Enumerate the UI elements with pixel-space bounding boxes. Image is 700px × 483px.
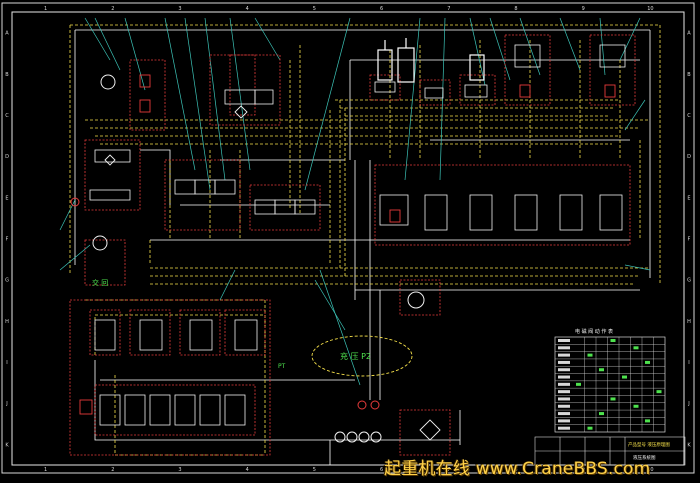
table-row-header xyxy=(558,412,570,416)
row-label: C xyxy=(687,113,691,119)
row-label: I xyxy=(688,360,689,366)
component-boxes xyxy=(69,34,636,456)
table-row-header xyxy=(558,404,570,408)
table-mark xyxy=(610,397,616,401)
row-label: E xyxy=(5,195,8,201)
row-label: H xyxy=(5,319,9,325)
cylinder-icon xyxy=(377,38,485,83)
table-mark xyxy=(645,419,650,423)
table-mark xyxy=(622,375,627,379)
row-label: E xyxy=(687,195,690,201)
column-label: 6 xyxy=(380,467,383,473)
column-label: 1 xyxy=(44,6,47,12)
column-label: 9 xyxy=(582,467,585,473)
row-label: H xyxy=(687,319,691,325)
table-row-header xyxy=(558,419,570,423)
row-label: G xyxy=(5,278,9,284)
row-label: F xyxy=(688,237,691,243)
title-block xyxy=(534,436,686,466)
title-block-line2: 液压系统图 xyxy=(633,454,656,461)
outer-frame xyxy=(1,2,695,474)
row-label: K xyxy=(5,442,9,448)
filter-icon xyxy=(104,105,441,441)
column-labels-top: 1 2 3 4 5 6 7 8 9 10 xyxy=(44,6,654,12)
leader-lines xyxy=(59,17,651,386)
row-label: B xyxy=(5,72,9,78)
row-label: J xyxy=(5,401,7,407)
column-label: 5 xyxy=(313,467,316,473)
column-label: 1 xyxy=(44,467,47,473)
column-label: 6 xyxy=(380,6,383,12)
table-mark xyxy=(599,368,604,372)
table-row-header xyxy=(558,375,570,379)
row-label: I xyxy=(6,360,7,366)
row-label: A xyxy=(5,31,9,37)
column-label: 8 xyxy=(514,6,517,12)
column-label: 4 xyxy=(246,467,249,473)
row-label: D xyxy=(687,154,691,160)
row-label: D xyxy=(5,154,9,160)
table-mark xyxy=(633,404,639,408)
motor-icon xyxy=(70,197,380,410)
column-label: 10 xyxy=(647,467,653,473)
column-labels-bottom: 1 2 3 4 5 6 7 8 9 10 xyxy=(44,467,654,473)
title-block-line1: 产品型号 液压原理图 xyxy=(628,441,670,448)
table-row-header xyxy=(558,426,570,430)
table-mark xyxy=(587,353,593,357)
row-label: J xyxy=(687,401,689,407)
row-labels-left: A B C D E F G H I J K xyxy=(5,31,9,449)
column-label: 4 xyxy=(246,6,249,12)
table-row-header xyxy=(558,390,570,394)
row-label: B xyxy=(687,72,691,78)
left-unit-label: 交 回 xyxy=(92,278,108,287)
inner-frame xyxy=(11,11,685,466)
column-label: 3 xyxy=(178,6,181,12)
table-row-header xyxy=(558,368,570,372)
row-label: G xyxy=(687,278,691,284)
valve-icon xyxy=(79,74,616,415)
table-mark xyxy=(645,360,650,364)
table-mark xyxy=(656,390,662,394)
valve-spools xyxy=(89,44,626,426)
table-row-header xyxy=(558,353,570,357)
table-row-header xyxy=(558,397,570,401)
column-label: 7 xyxy=(447,6,450,12)
lower-tag-label: PT xyxy=(278,363,286,370)
column-label: 8 xyxy=(514,467,517,473)
table-row-header xyxy=(558,382,570,386)
central-note-label: 充 压 P2 xyxy=(340,351,371,361)
row-label: F xyxy=(6,237,9,243)
column-label: 9 xyxy=(582,6,585,12)
table-row-header xyxy=(558,339,570,342)
column-label: 2 xyxy=(111,6,114,12)
table-mark xyxy=(576,382,581,386)
table-mark xyxy=(610,339,616,342)
table-row-header xyxy=(558,360,570,364)
column-label: 5 xyxy=(313,6,316,12)
row-label: A xyxy=(687,31,691,37)
row-label: C xyxy=(5,113,9,119)
table-row-header xyxy=(558,346,570,350)
row-label: K xyxy=(687,442,691,448)
table-title: 电 磁 阀 动 作 表 xyxy=(575,328,613,335)
column-label: 2 xyxy=(111,467,114,473)
pump-icon xyxy=(92,74,425,443)
central-note-ellipse xyxy=(311,335,413,377)
table-mark xyxy=(633,346,639,350)
watermark: 起重机在线 www.CraneBBS.com xyxy=(384,459,651,479)
column-label: 3 xyxy=(178,467,181,473)
solenoid-table: 电 磁 阀 动 作 表 xyxy=(554,328,666,433)
table-mark xyxy=(599,412,604,416)
table-mark xyxy=(587,426,593,430)
column-label: 10 xyxy=(647,6,653,12)
row-labels-right: A B C D E F G H I J K xyxy=(687,31,691,449)
column-label: 7 xyxy=(447,467,450,473)
